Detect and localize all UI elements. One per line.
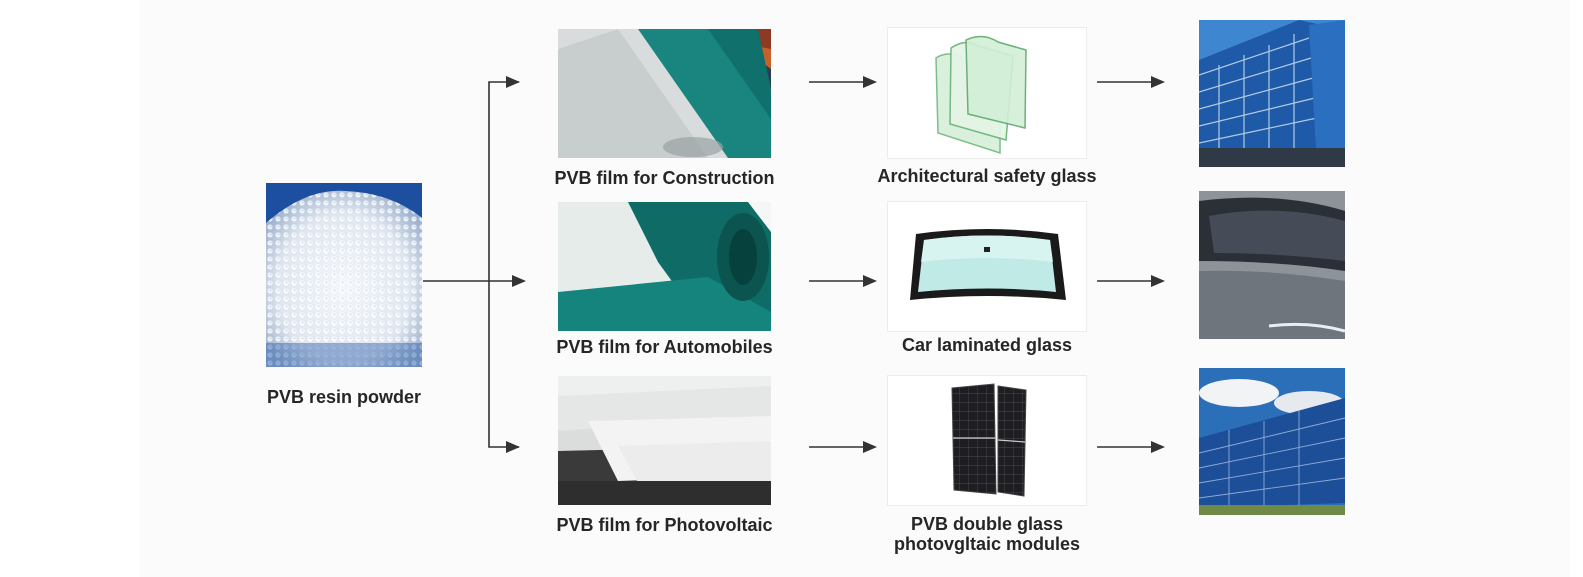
- film-label-photovoltaic: PVB film for Photovoltaic: [556, 515, 773, 535]
- solar-farm-photo: [1199, 368, 1345, 515]
- glass-panes-icon: [887, 27, 1087, 159]
- solar-module-icon: [887, 375, 1087, 506]
- branch-connector: [488, 81, 519, 448]
- automobile-film-roll-photo: [558, 202, 771, 331]
- car-windshield-photo: [1199, 191, 1345, 339]
- source-label: PVB resin powder: [266, 387, 422, 407]
- construction-film-rolls-photo: [558, 29, 771, 158]
- windshield-icon: [887, 201, 1087, 332]
- arrowhead-product2-app2: [1151, 275, 1165, 287]
- arrowhead-bottom-film: [506, 441, 520, 453]
- arrowhead-middle-film: [512, 275, 526, 287]
- arrowhead-film3-product3: [863, 441, 877, 453]
- product-label-architectural: Architectural safety glass: [877, 166, 1097, 186]
- product-label-pv-modules: PVB double glass photovgltaic modules: [870, 514, 1104, 554]
- arrowhead-product3-app3: [1151, 441, 1165, 453]
- product-label-pv-line2: photovgltaic modules: [893, 534, 1080, 554]
- arrowhead-top-film: [506, 76, 520, 88]
- product-label-pv-line1: PVB double glass: [910, 514, 1064, 534]
- arrowhead-product1-app1: [1151, 76, 1165, 88]
- photovoltaic-film-sheets-photo: [558, 376, 771, 505]
- resin-pellets-photo: [266, 183, 422, 367]
- glass-building-photo: [1199, 20, 1345, 167]
- product-label-car: Car laminated glass: [901, 335, 1073, 355]
- film-label-construction: PVB film for Construction: [554, 168, 775, 188]
- arrowhead-film1-product1: [863, 76, 877, 88]
- arrowhead-film2-product2: [863, 275, 877, 287]
- film-label-automobiles: PVB film for Automobiles: [556, 337, 773, 357]
